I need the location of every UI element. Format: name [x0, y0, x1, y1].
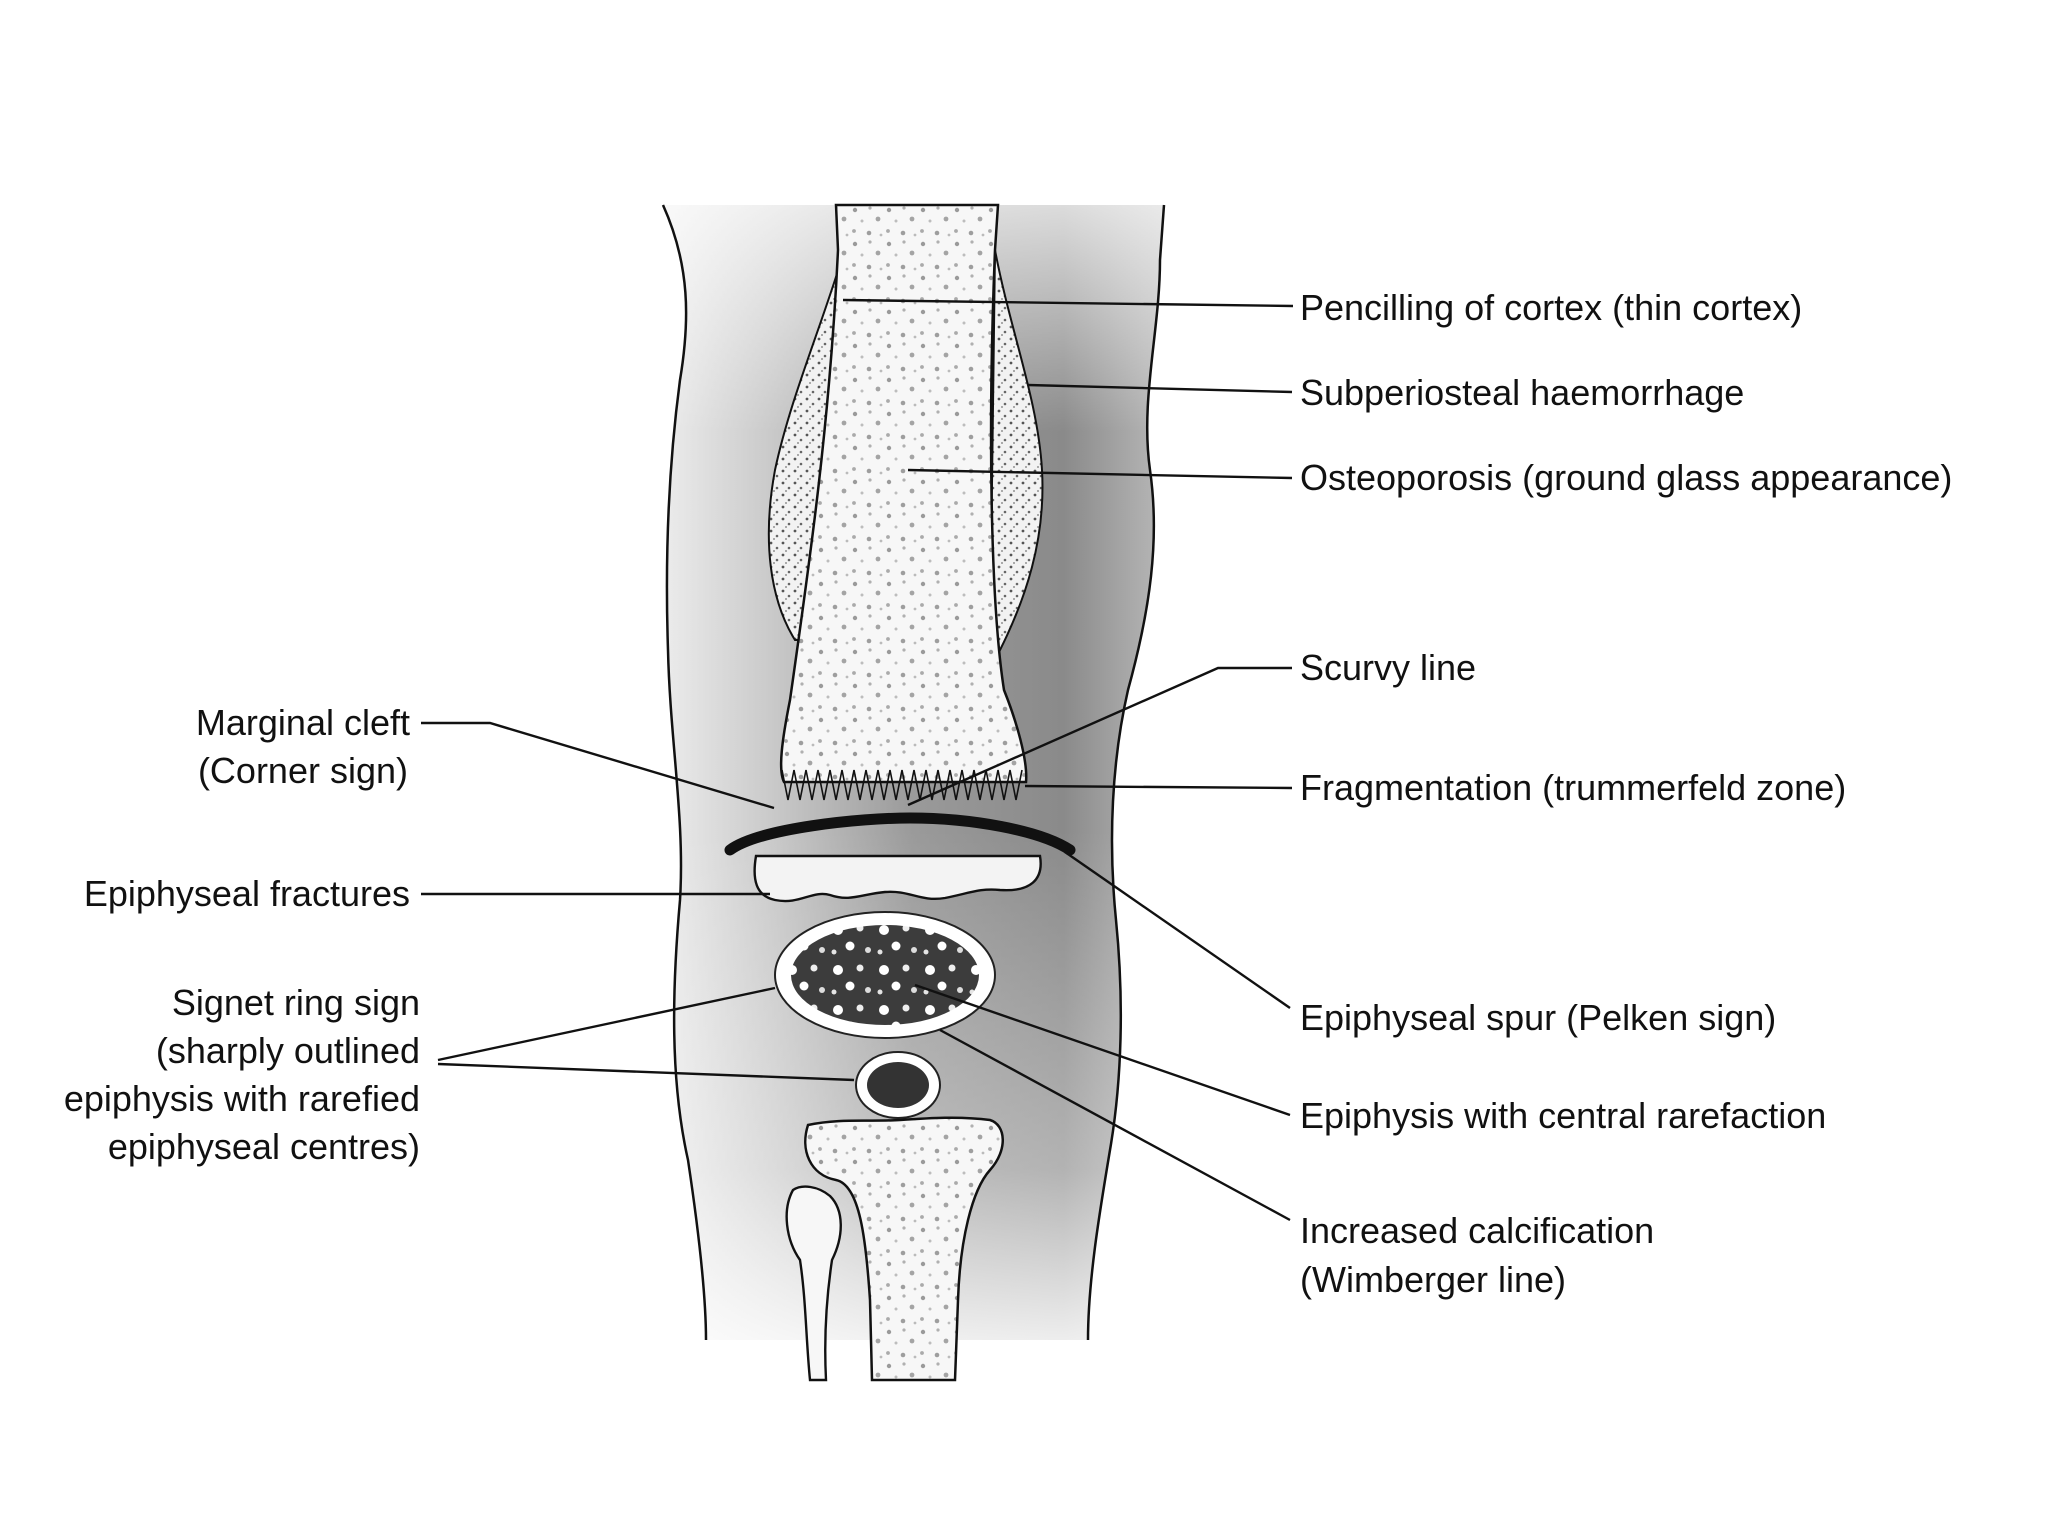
fibula — [785, 1185, 842, 1382]
tibia — [804, 1116, 1004, 1382]
leader-central-rarefaction — [914, 983, 1291, 1117]
label-signet-ring-1: Signet ring sign — [172, 982, 420, 1023]
leader-scurvy-line — [907, 666, 1292, 807]
label-scurvy-line: Scurvy line — [1300, 647, 1476, 688]
label-subperiosteal: Subperiosteal haemorrhage — [1300, 372, 1744, 413]
leader-signet-ring-2 — [437, 1062, 855, 1082]
label-epiphyseal-fractures: Epiphyseal fractures — [84, 873, 410, 914]
label-signet-ring-3: epiphysis with rarefied — [64, 1078, 420, 1119]
skin-outline-right — [1086, 204, 1166, 1341]
label-signet-ring-4: epiphyseal centres) — [108, 1126, 420, 1167]
leader-signet-ring-1 — [437, 986, 776, 1062]
trummerfeld-zone — [781, 769, 1023, 801]
label-marginal-cleft-1: Marginal cleft — [196, 702, 410, 743]
scurvy-line-band — [724, 812, 1076, 856]
leader-pencilling — [842, 298, 1294, 308]
leader-marginal-cleft — [421, 721, 775, 810]
label-fragmentation: Fragmentation (trummerfeld zone) — [1300, 767, 1846, 808]
label-signet-ring-2: (sharply outlined — [156, 1030, 420, 1071]
label-pencilling: Pencilling of cortex (thin cortex) — [1300, 287, 1802, 328]
leader-osteoporosis — [907, 468, 1293, 480]
label-osteoporosis: Osteoporosis (ground glass appearance) — [1300, 457, 1952, 498]
label-central-rarefaction: Epiphysis with central rarefaction — [1300, 1095, 1826, 1136]
metaphyseal-end — [753, 854, 1042, 903]
label-marginal-cleft-2: (Corner sign) — [198, 750, 408, 791]
small-epiphysis-centre — [867, 1062, 929, 1108]
epiphysis-centre — [791, 925, 979, 1025]
trummerfeld-squiggle — [781, 769, 1023, 801]
subperiosteal-haemorrhage-right — [988, 249, 1044, 652]
leader-pelken — [1064, 851, 1291, 1009]
leader-fragmentation — [1024, 784, 1293, 790]
label-pelken: Epiphyseal spur (Pelken sign) — [1300, 997, 1776, 1038]
label-wimberger-1: Increased calcification — [1300, 1210, 1654, 1251]
label-wimberger-2: (Wimberger line) — [1300, 1259, 1566, 1300]
leader-lines — [421, 298, 1294, 1222]
leader-subperiosteal — [1027, 383, 1293, 394]
leader-wimberger — [939, 1028, 1291, 1222]
